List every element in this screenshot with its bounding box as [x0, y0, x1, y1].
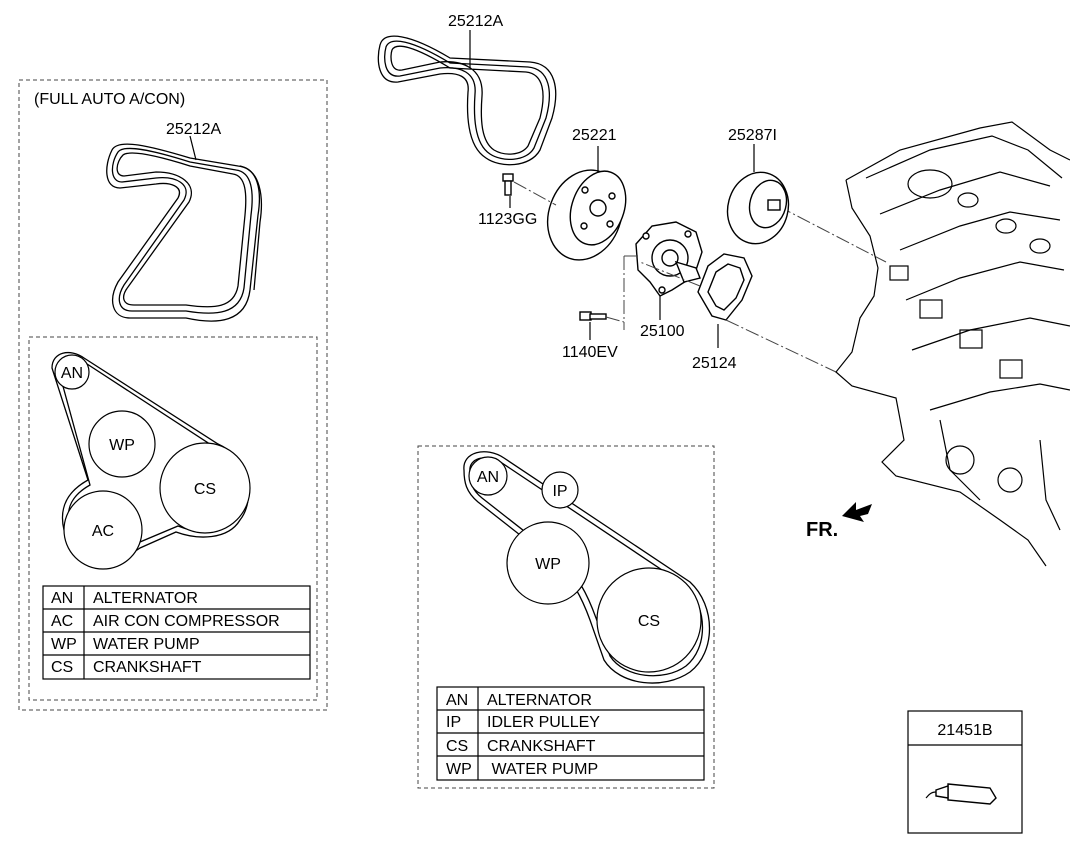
left-legend-code-3: CS: [51, 659, 73, 676]
left-panel-frame: [18, 79, 328, 711]
center-pulley-an: [468, 456, 508, 496]
left-panel-title: (FULL AUTO A/CON): [34, 91, 185, 108]
center-legend-table: AN ALTERNATOR IP IDLER PULLEY CS CRANKSH…: [436, 686, 705, 781]
belt-25212a-top[interactable]: [377, 35, 557, 166]
center-pulley-ip: [541, 471, 579, 509]
callout-bolt-pump: 1140EV: [562, 344, 618, 361]
left-legend-name-3: CRANKSHAFT: [93, 659, 202, 676]
bolt-1123gg[interactable]: [502, 173, 514, 196]
center-legend-name-2: CRANKSHAFT: [487, 738, 596, 755]
left-legend-name-1: AIR CON COMPRESSOR: [93, 613, 280, 630]
center-legend-name-1: IDLER PULLEY: [487, 714, 600, 731]
engine-block: [835, 121, 1070, 567]
left-pulley-wp: [88, 410, 156, 478]
center-pulley-wp-label: WP: [535, 556, 561, 573]
left-pulley-ac: [63, 490, 143, 570]
left-routing-frame: [28, 336, 318, 701]
center-legend-code-1: IP: [446, 714, 461, 731]
callout-idler: 25287I: [728, 127, 777, 144]
center-panel-frame: [417, 445, 715, 789]
front-direction-marker: FR.: [806, 502, 872, 541]
center-legend-code-2: CS: [446, 738, 468, 755]
left-pulley-wp-label: WP: [109, 437, 135, 454]
left-legend-table: AN ALTERNATOR AC AIR CON COMPRESSOR WP W…: [42, 585, 311, 680]
left-legend-name-0: ALTERNATOR: [93, 590, 198, 607]
sealant-tube-icon: [925, 783, 997, 805]
sealant-box[interactable]: 21451B: [907, 710, 1023, 834]
callout-belt-left: 25212A: [166, 121, 221, 138]
callout-water-pump: 25100: [640, 323, 685, 340]
belt-25212a-left[interactable]: [106, 143, 263, 322]
center-legend-name-3: WATER PUMP: [487, 761, 598, 778]
idler-pulley-25287i[interactable]: [720, 165, 797, 250]
left-legend-code-2: WP: [51, 636, 77, 653]
left-pulley-an-label: AN: [61, 365, 83, 382]
bolt-1140ev[interactable]: [579, 311, 607, 321]
front-marker-label: FR.: [806, 519, 838, 541]
center-legend-code-3: WP: [446, 761, 472, 778]
center-legend-name-0: ALTERNATOR: [487, 692, 592, 709]
callout-pulley: 25221: [572, 127, 617, 144]
callout-gasket: 25124: [692, 355, 737, 372]
left-pulley-cs-label: CS: [194, 481, 216, 498]
pulley-25221[interactable]: [535, 159, 635, 270]
left-legend-code-0: AN: [51, 590, 73, 607]
center-pulley-an-label: AN: [477, 469, 499, 486]
callout-belt-top: 25212A: [448, 13, 503, 30]
center-pulley-cs-label: CS: [638, 613, 660, 630]
center-pulley-ip-label: IP: [552, 483, 567, 500]
center-pulley-cs: [596, 567, 702, 673]
left-legend-name-2: WATER PUMP: [93, 636, 200, 653]
left-pulley-ac-label: AC: [92, 523, 114, 540]
callout-bolt-pulley: 1123GG: [478, 211, 537, 228]
callout-sealant: 21451B: [937, 722, 992, 739]
left-pulley-an: [54, 354, 90, 390]
left-pulley-cs: [159, 442, 251, 534]
left-legend-code-1: AC: [51, 613, 73, 630]
water-pump-25100[interactable]: [635, 221, 703, 297]
center-pulley-wp: [506, 521, 590, 605]
center-legend-code-0: AN: [446, 692, 468, 709]
gasket-25124[interactable]: [697, 253, 753, 321]
